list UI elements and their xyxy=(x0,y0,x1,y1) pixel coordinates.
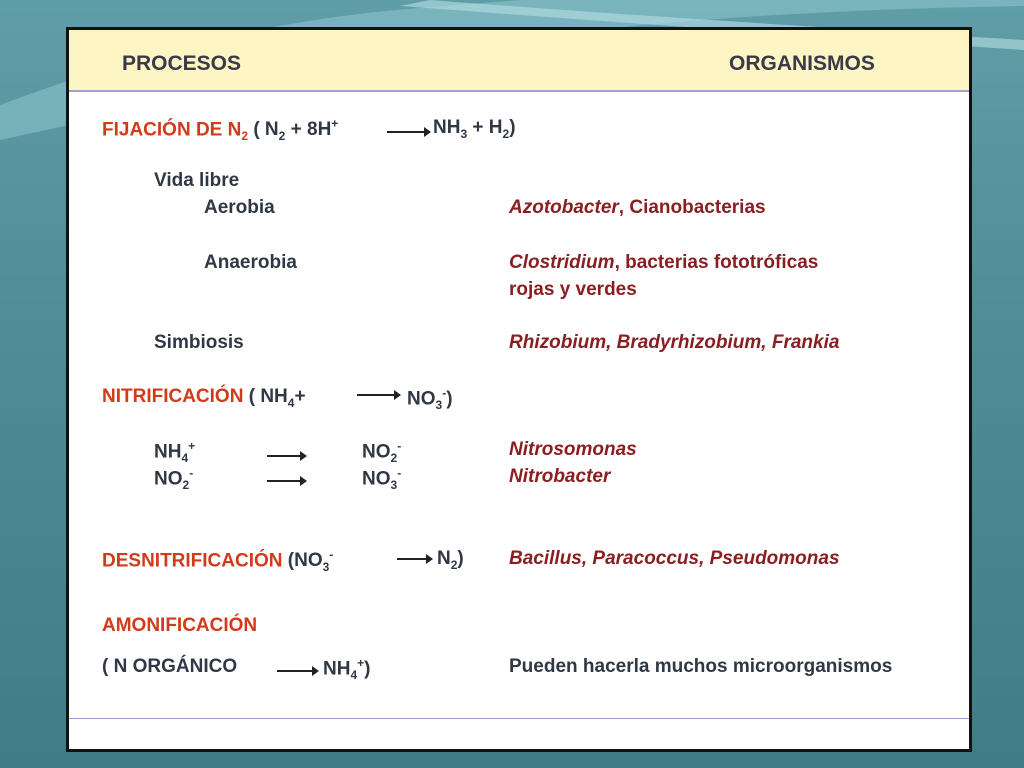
aerobia-label: Aerobia xyxy=(204,197,275,218)
arrow-icon xyxy=(387,127,431,137)
amonificacion-organisms: Pueden hacerla muchos microorganismos xyxy=(509,656,893,677)
simbiosis-organisms: Rhizobium, Bradyrhizobium, Frankia xyxy=(509,332,840,353)
arrow-icon xyxy=(267,476,307,486)
arrow-icon xyxy=(267,451,307,461)
anaerobia-label: Anaerobia xyxy=(204,252,297,273)
nitrificacion-title: NITRIFICACIÓN ( NH4+ xyxy=(102,386,306,410)
arrow-icon xyxy=(277,666,319,676)
desnitrificacion-product: N2) xyxy=(437,548,464,572)
header-procesos: PROCESOS xyxy=(122,52,242,75)
aerobia-organisms: Azotobacter, Cianobacterias xyxy=(509,197,766,218)
vida-libre-label: Vida libre xyxy=(154,170,240,191)
fijacion-title: FIJACIÓN DE N2 ( N2 + 8H+ xyxy=(102,117,339,144)
fijacion-products: NH3 + H2) xyxy=(433,117,516,141)
amonificacion-product: NH4+) xyxy=(323,656,371,683)
nh4-reactant: NH4+ xyxy=(154,439,196,466)
table-header: PROCESOS ORGANISMOS xyxy=(69,30,969,92)
nitrosomonas-organism: Nitrosomonas xyxy=(509,439,637,460)
header-organismos: ORGANISMOS xyxy=(729,52,875,75)
bottom-divider xyxy=(69,718,969,719)
simbiosis-label: Simbiosis xyxy=(154,332,244,353)
nitrificacion-product: NO3-) xyxy=(407,386,453,413)
anaerobia-organisms: Clostridium, bacterias fototróficas xyxy=(509,252,819,273)
arrow-icon xyxy=(357,390,401,400)
desnitrificacion-title: DESNITRIFICACIÓN (NO3- xyxy=(102,548,334,575)
no3-product: NO3- xyxy=(362,466,402,493)
anaerobia-organisms-line2: rojas y verdes xyxy=(509,279,637,300)
no2-product: NO2- xyxy=(362,439,402,466)
amonificacion-reactant: ( N ORGÁNICO xyxy=(102,656,238,677)
no2-reactant: NO2- xyxy=(154,466,194,493)
desnitrificacion-organisms: Bacillus, Paracoccus, Pseudomonas xyxy=(509,548,840,569)
amonificacion-title: AMONIFICACIÓN xyxy=(102,615,258,636)
slide-panel: PROCESOS ORGANISMOS FIJACIÓN DE N2 ( N2 … xyxy=(66,27,972,752)
arrow-icon xyxy=(397,554,433,564)
nitrobacter-organism: Nitrobacter xyxy=(509,466,611,487)
